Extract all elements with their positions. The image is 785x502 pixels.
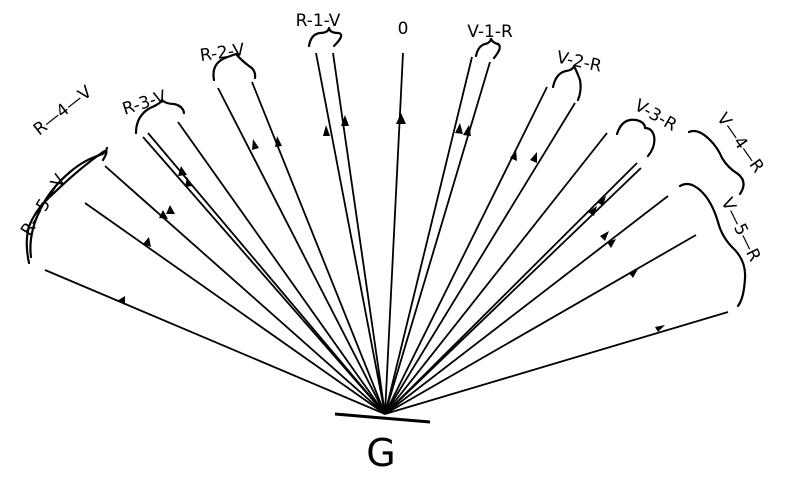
right-order-2-rays <box>384 86 576 415</box>
label-left-order-5: R—5—V <box>17 171 70 240</box>
label-right-order-1: V-1-R <box>467 22 513 42</box>
right-order-3-rays <box>384 132 642 415</box>
left-order-5-rays <box>44 237 386 415</box>
right-order-4-rays <box>384 195 697 415</box>
label-left-order-4: R—4—V <box>30 82 96 140</box>
right-order-1-rays <box>384 56 491 415</box>
brace-right-5 <box>678 182 747 308</box>
brace-left-2 <box>212 52 257 82</box>
brace-left-4 <box>29 146 109 259</box>
left-order-2-rays <box>217 81 386 415</box>
left-order-1-rays <box>315 52 386 415</box>
brace-right-2 <box>551 64 582 102</box>
brace-right-4 <box>687 129 745 196</box>
brace-left-1 <box>307 26 343 48</box>
right-order-5-rays <box>384 269 729 415</box>
brace-left-3 <box>134 98 186 135</box>
left-order-3-rays <box>142 121 386 415</box>
zero-order-ray <box>384 52 406 415</box>
label-left-order-1: R-1-V <box>296 11 341 31</box>
grating-bar <box>334 412 431 424</box>
left-order-4-rays <box>84 165 386 415</box>
brace-right-1 <box>474 37 501 60</box>
brace-left-5 <box>25 149 108 265</box>
label-right-order-4: V—4—R <box>712 109 768 177</box>
order-zero-label: 0 <box>398 19 409 39</box>
label-right-order-5: V—5—R <box>717 195 765 265</box>
label-left-order-2: R-2-V <box>199 40 247 66</box>
grating-label: G <box>366 431 395 475</box>
label-left-order-3: R-3-V <box>120 87 169 120</box>
label-right-order-3: V-3-R <box>631 96 681 136</box>
brace-right-3 <box>615 118 656 158</box>
